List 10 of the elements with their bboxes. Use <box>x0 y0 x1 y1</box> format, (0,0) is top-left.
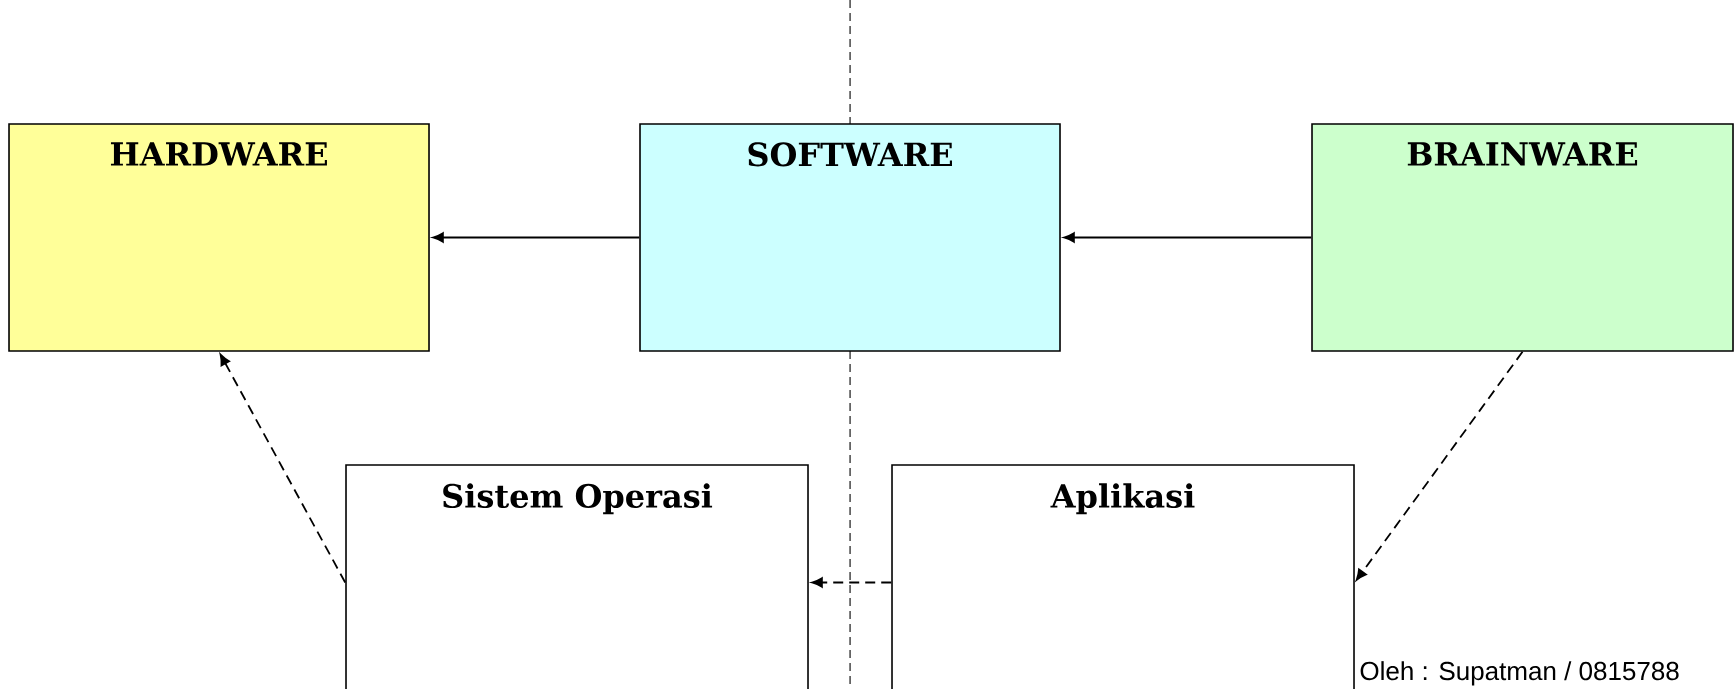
arrow <box>811 577 893 588</box>
arrow <box>1063 232 1313 243</box>
box: Aplikasi <box>891 464 1355 689</box>
box: SOFTWARE <box>639 123 1061 352</box>
arrow <box>1355 350 1524 581</box>
arrow <box>219 353 347 584</box>
box: BRAINWARE <box>1311 123 1734 352</box>
box: Sistem Operasi <box>345 464 809 689</box>
arrow <box>432 232 641 243</box>
box: HARDWARE <box>8 123 430 352</box>
